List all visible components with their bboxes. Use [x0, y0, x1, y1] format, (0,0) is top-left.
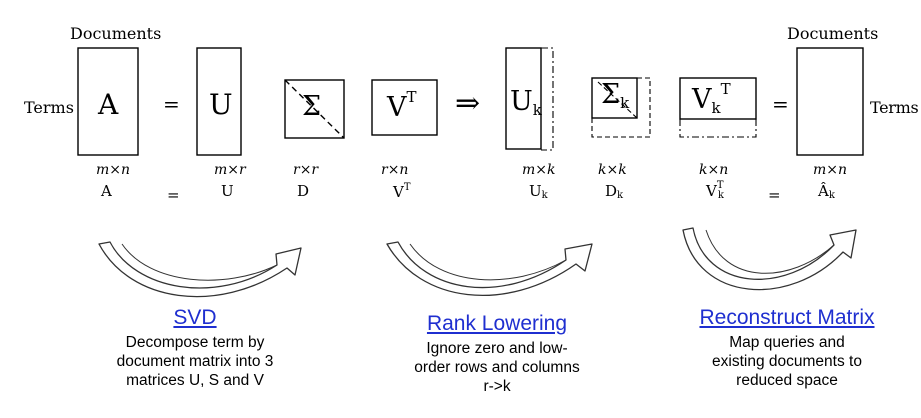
vt-base: V: [387, 92, 407, 123]
vkt-truncated-outline: [679, 119, 757, 138]
terms-label-right: Terms: [870, 98, 919, 117]
documents-label-right: Documents: [787, 24, 879, 43]
eq-dk: Dk: [605, 182, 623, 201]
step-svd: SVD Decompose term by document matrix in…: [85, 306, 305, 390]
eq-vt-base: V: [393, 183, 404, 201]
eq-uk: Uk: [529, 182, 548, 201]
step-svd-title[interactable]: SVD: [173, 306, 217, 329]
uk-base: U: [510, 86, 533, 117]
step-svd-line-2: document matrix into 3: [116, 353, 274, 370]
matrix-vkt-box: [679, 77, 757, 120]
eq-a: A: [101, 182, 112, 200]
vt-sup: T: [406, 88, 417, 106]
matrix-uk-symbol: Uk: [510, 86, 542, 119]
step-rank-line-1: Ignore zero and low-: [426, 340, 568, 357]
eq-vtk-sup: T: [716, 180, 724, 191]
eq-vt-sup: T: [403, 182, 411, 193]
eq-vt: VT: [393, 182, 411, 201]
uk-truncated-outline: [541, 47, 554, 151]
matrix-sigmak-symbol: Σk: [601, 79, 629, 112]
svd-arrow: [98, 241, 302, 298]
sigmak-base: Σ: [601, 79, 621, 110]
matrix-sigmak-box: [591, 77, 638, 119]
step-svd-line-3: matrices U, S and V: [126, 372, 264, 389]
eq-ahat: Âk: [818, 182, 835, 201]
step-reconstruct-line-2: existing documents to: [712, 353, 862, 370]
eq-vtk-sub: k: [717, 190, 724, 201]
vkt-sub: k: [711, 99, 721, 117]
documents-label-left: Documents: [70, 24, 162, 43]
dim-uk: m×k: [522, 162, 556, 178]
matrix-vt-symbol: VT: [387, 88, 417, 123]
step-reconstruct: Reconstruct Matrix Map queries and exist…: [672, 306, 902, 390]
eq-d: D: [297, 182, 310, 200]
matrix-uk-box: [505, 47, 542, 150]
dim-vkt: k×n: [699, 162, 729, 178]
eq-uk-base: U: [529, 182, 542, 200]
matrix-a-box: [77, 47, 139, 156]
step-reconstruct-title[interactable]: Reconstruct Matrix: [699, 306, 875, 329]
vkt-base: V: [692, 84, 712, 115]
rank-arrow: [386, 241, 593, 297]
step-rank-lowering: Rank Lowering Ignore zero and low- order…: [382, 312, 612, 396]
step-rank-line-3: r->k: [483, 378, 511, 395]
rank-arrow-inner: [409, 243, 567, 281]
dim-d: r×r: [293, 162, 319, 178]
matrix-vt-box: [371, 79, 438, 136]
sigma-diagonal: [284, 79, 345, 139]
eq-dk-base: D: [605, 182, 618, 200]
dim-u: m×r: [214, 162, 246, 178]
dim-a: m×n: [96, 162, 131, 178]
terms-label-left: Terms: [24, 98, 74, 117]
uk-sub: k: [532, 101, 542, 119]
dim-ahat: m×n: [813, 162, 848, 178]
reconstruct-arrow: [682, 227, 857, 291]
equals-operator-1: =: [163, 92, 180, 116]
step-reconstruct-line-1: Map queries and: [729, 334, 845, 351]
eq-uk-sub: k: [541, 190, 548, 201]
eq-equals-2: =: [768, 186, 781, 204]
matrix-u-symbol: U: [209, 88, 233, 121]
matrix-sigma-symbol: Σ: [302, 91, 322, 122]
matrix-u-box: [196, 47, 242, 156]
eq-ahat-base: Â: [818, 182, 829, 200]
step-svd-line-1: Decompose term by: [125, 334, 265, 351]
svd-arrow-inner: [121, 243, 278, 281]
sigmak-truncated-outline: [591, 77, 651, 138]
matrix-sigma-box: [284, 79, 345, 139]
step-rank-title[interactable]: Rank Lowering: [426, 312, 568, 335]
dim-dk: k×k: [598, 162, 627, 178]
dim-vt: r×n: [381, 162, 409, 178]
matrix-ahat-box: [796, 47, 864, 156]
eq-ahat-sub: k: [828, 190, 835, 201]
eq-equals-1: =: [167, 186, 180, 204]
eq-u: U: [221, 182, 234, 200]
vkt-sup: T: [720, 80, 731, 98]
sigmak-sub: k: [620, 94, 630, 112]
step-reconstruct-line-3: reduced space: [736, 372, 838, 389]
sigmak-diagonal: [597, 81, 638, 119]
matrix-a-symbol: A: [98, 88, 119, 121]
implies-operator: ⇒: [455, 86, 481, 121]
eq-dk-sub: k: [617, 190, 624, 201]
eq-vtk-base: V: [706, 182, 717, 200]
reconstruct-arrow-inner: [705, 229, 835, 274]
equals-operator-2: =: [772, 92, 789, 116]
step-rank-line-2: order rows and columns: [414, 359, 580, 376]
matrix-vkt-symbol: VkT: [692, 80, 731, 117]
